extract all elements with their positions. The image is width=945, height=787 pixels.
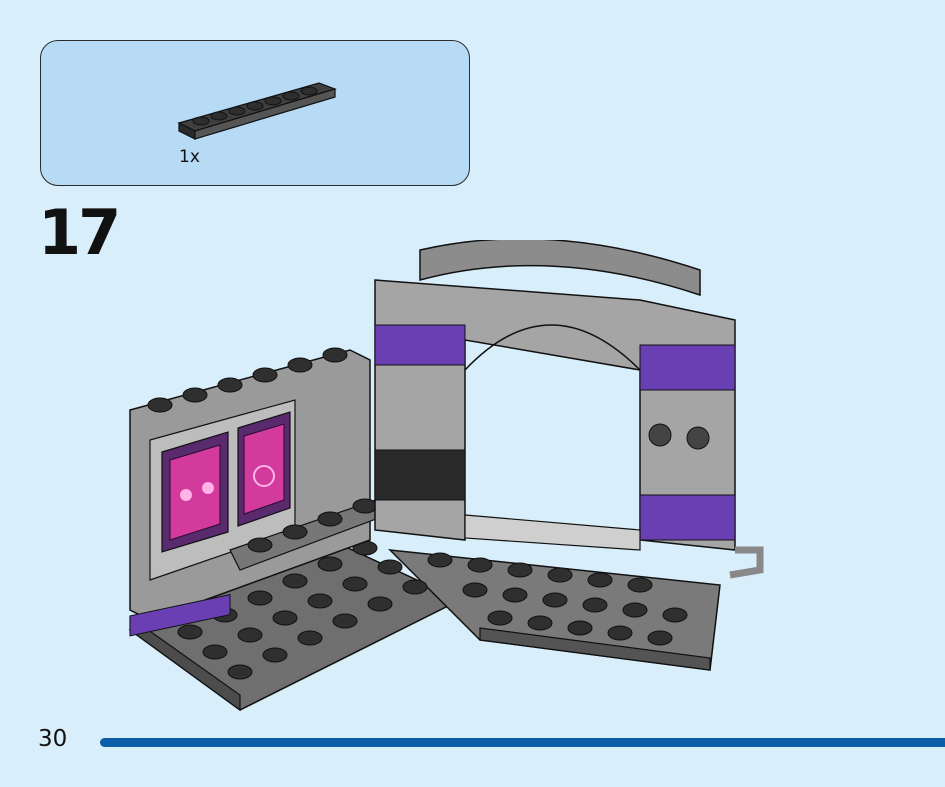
plate-1x8-dark-gray-icon — [177, 82, 337, 140]
page-progress-bar — [100, 738, 945, 747]
page-number: 30 — [38, 726, 68, 752]
screen-panel-left — [161, 431, 229, 553]
part-quantity-label: 1x — [179, 147, 200, 167]
floor-studs — [177, 540, 688, 680]
screen-panel-right — [237, 411, 291, 527]
build-step-model-illustration — [128, 240, 764, 712]
pipe-connector — [729, 546, 764, 579]
arch-gateway — [374, 240, 736, 551]
parts-list-callout: 1x — [40, 40, 470, 186]
step-number: 17 — [38, 196, 121, 269]
purple-stripe-left — [129, 594, 231, 637]
